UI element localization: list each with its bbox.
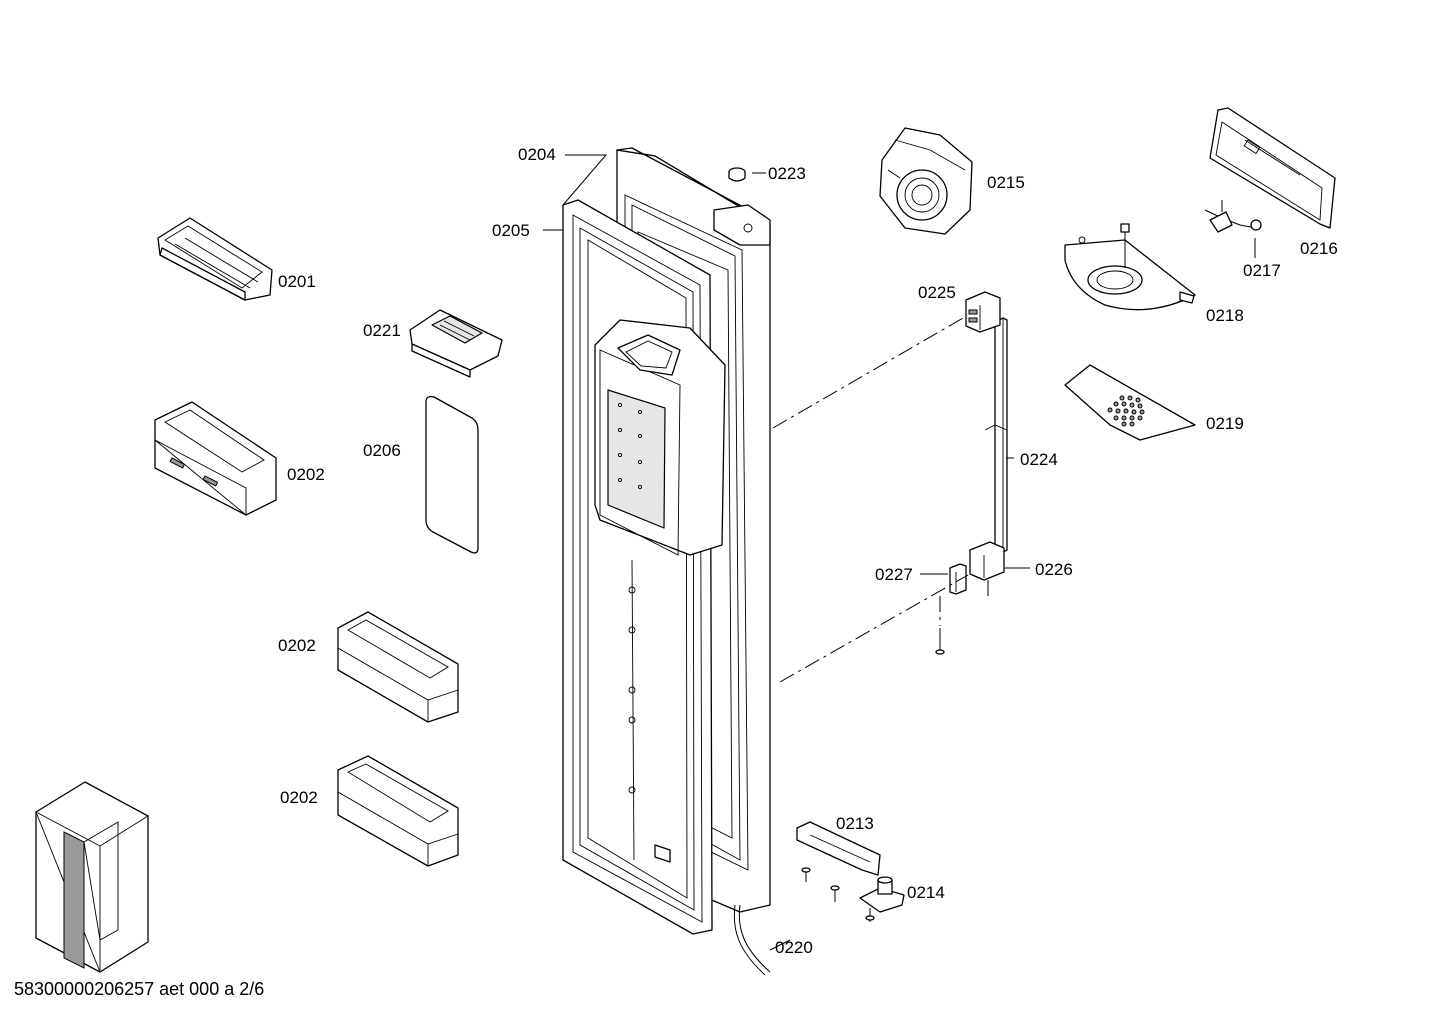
hinge-pin <box>859 876 905 913</box>
dispenser-housing <box>594 319 726 863</box>
control-board <box>1209 107 1336 229</box>
plug-cap <box>728 167 746 182</box>
drawing-code: 58300000206257 aet 000 a 2/6 <box>14 979 265 999</box>
door-gasket-frame <box>562 199 713 935</box>
hinge-rod <box>984 317 1008 555</box>
label-0204: 0204 <box>518 145 556 164</box>
door-bin-top <box>154 401 277 516</box>
label-0213: 0213 <box>836 814 874 833</box>
ice-chute-base <box>1064 223 1196 311</box>
screw-hinge <box>935 628 945 655</box>
label-0223: 0223 <box>768 164 806 183</box>
label-0220: 0220 <box>775 938 813 957</box>
top-hinge-block <box>965 291 1001 333</box>
door-cable <box>733 904 771 976</box>
door-bin-middle <box>337 611 459 723</box>
bottom-hinge-bracket <box>796 821 881 876</box>
door-shelf-small <box>157 217 273 301</box>
fridge-reference-icon <box>35 781 149 973</box>
dispenser-panel <box>425 395 479 554</box>
drip-grille <box>1064 364 1196 441</box>
label-0216: 0216 <box>1300 239 1338 258</box>
bottom-hinge-block <box>969 541 1005 581</box>
door-bin-bottom <box>337 755 459 867</box>
leader-lines <box>543 154 1030 951</box>
dispenser-cover <box>409 309 503 378</box>
part-labels: 0201 0202 0202 0202 0204 0205 0206 0213 … <box>278 145 1338 957</box>
screws-bottom <box>801 867 875 922</box>
assembly-lines <box>772 317 989 683</box>
label-0202-middle: 0202 <box>278 636 316 655</box>
label-0224: 0224 <box>1020 450 1058 469</box>
label-0202-top: 0202 <box>287 465 325 484</box>
label-0227: 0227 <box>875 565 913 584</box>
label-0214: 0214 <box>907 883 945 902</box>
label-0202-bottom: 0202 <box>280 788 318 807</box>
label-0205: 0205 <box>492 221 530 240</box>
label-0201: 0201 <box>278 272 316 291</box>
small-bracket <box>949 563 967 595</box>
label-0217: 0217 <box>1243 261 1281 280</box>
label-0219: 0219 <box>1206 414 1244 433</box>
label-0215: 0215 <box>987 173 1025 192</box>
fan-housing <box>879 127 973 235</box>
flap-mechanism <box>1204 200 1262 258</box>
label-0226: 0226 <box>1035 560 1073 579</box>
label-0206: 0206 <box>363 441 401 460</box>
label-0218: 0218 <box>1206 306 1244 325</box>
label-0221: 0221 <box>363 321 401 340</box>
label-0225: 0225 <box>918 283 956 302</box>
